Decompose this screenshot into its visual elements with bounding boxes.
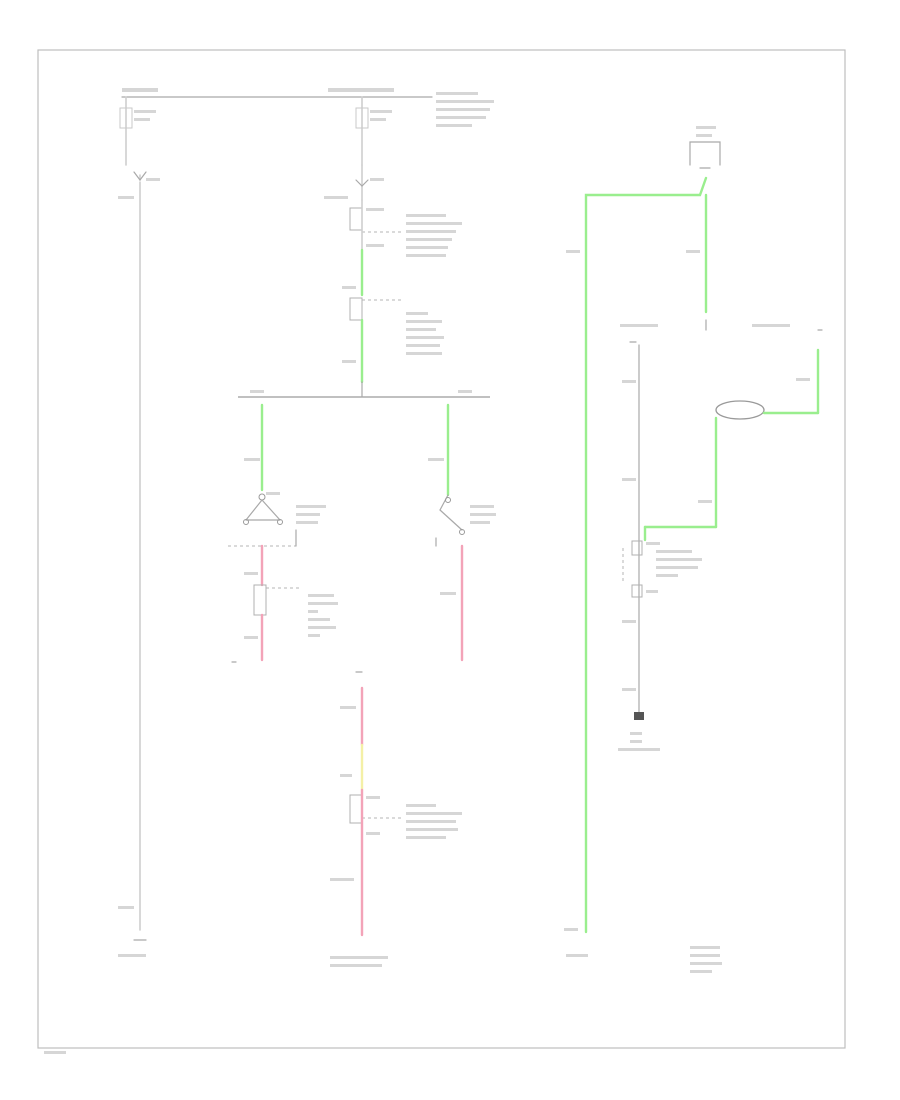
connector-b: [349, 297, 363, 321]
diagram-frame: [37, 49, 846, 1049]
center-column: [349, 164, 402, 384]
ground-symbol: [634, 712, 644, 720]
distribution-bar: [238, 381, 490, 398]
connector-c: [253, 584, 267, 616]
top-bus: [119, 96, 433, 166]
right-switch-branch: [435, 403, 465, 662]
horn-symbol: [715, 400, 765, 420]
left-feed-wire: [133, 171, 147, 941]
left-switch-branch: [228, 403, 300, 663]
horn-circuit: [584, 141, 823, 934]
unreadable-label-marks: [44, 88, 810, 1054]
lower-center-column: [349, 671, 402, 937]
